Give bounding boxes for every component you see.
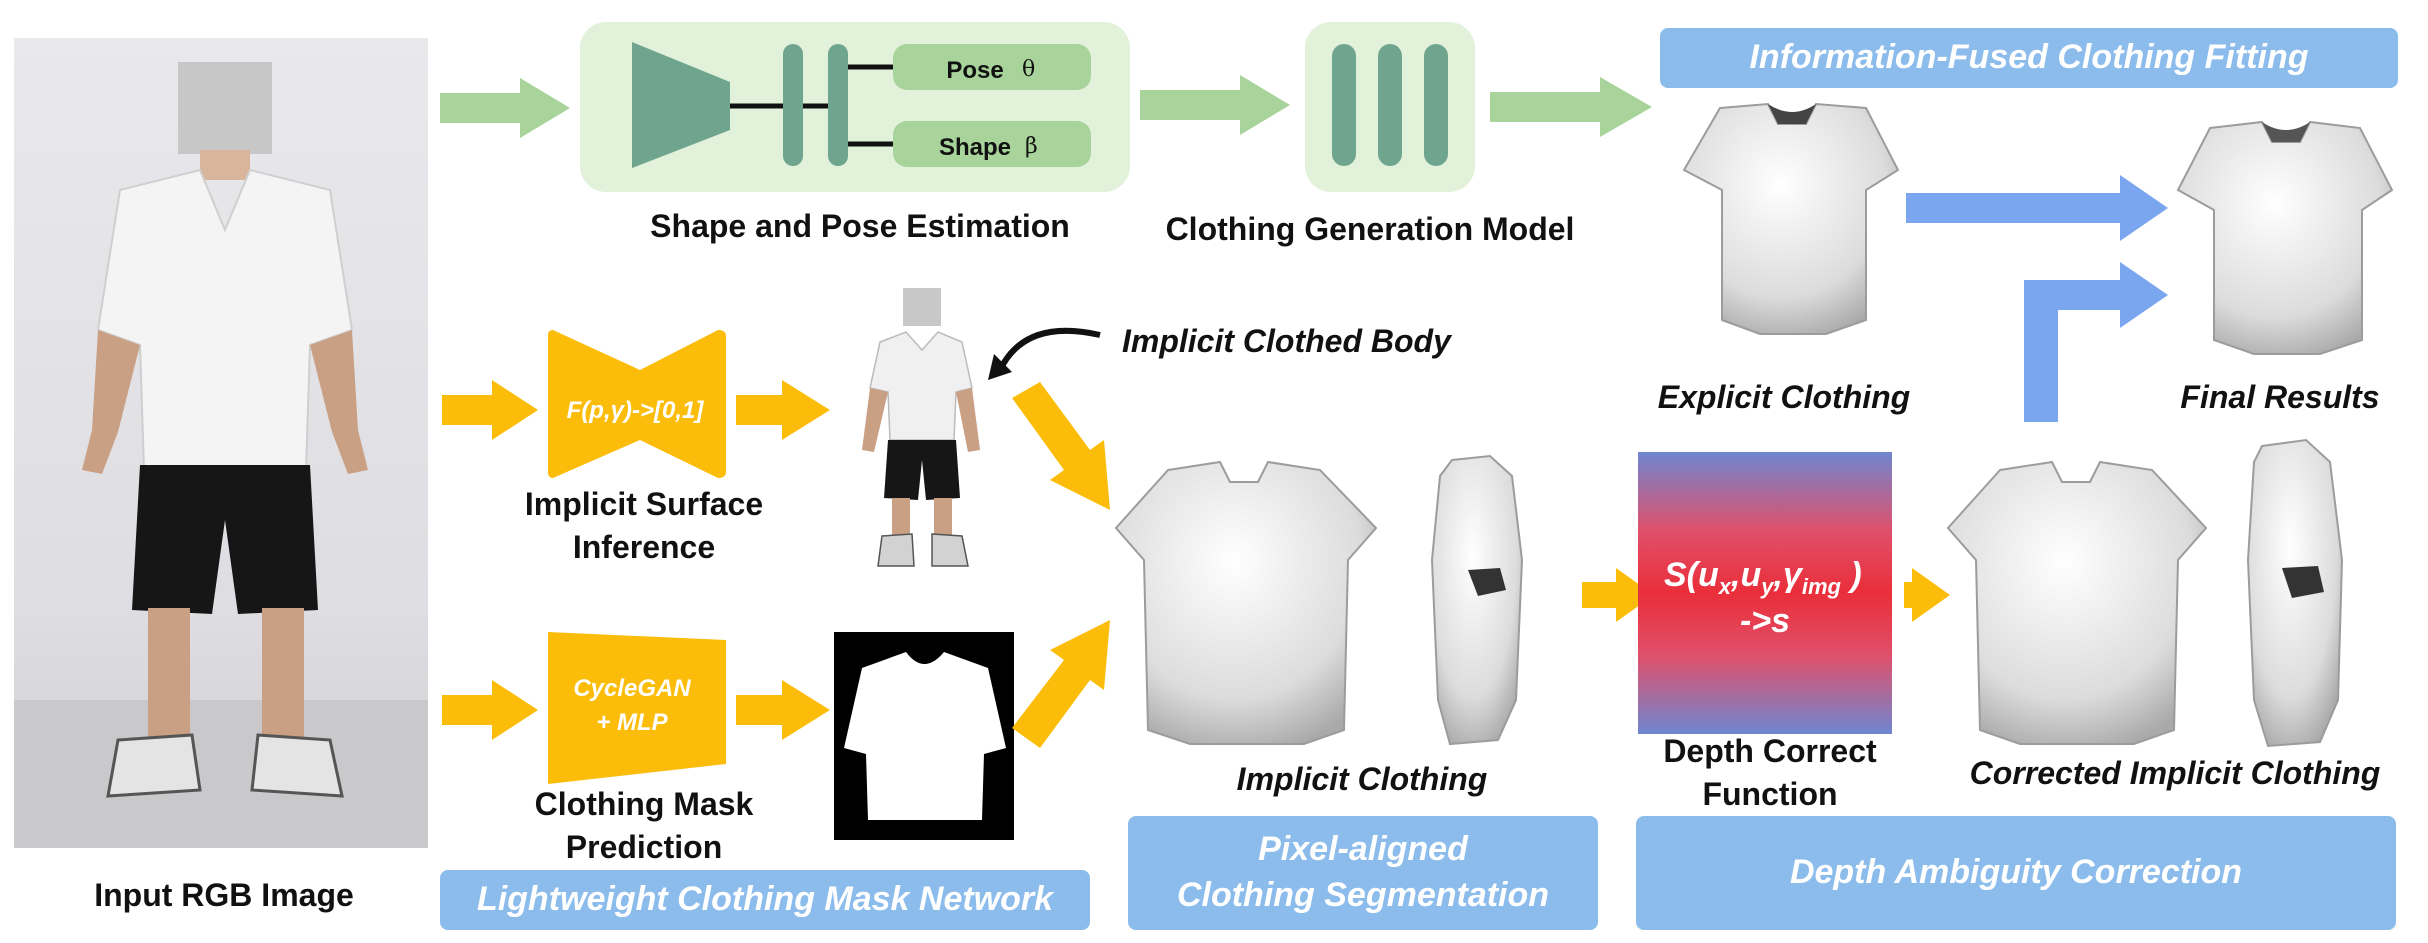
depth-formula-1: S(ux,uy,γimg ) [1664, 556, 1862, 599]
depth-label-1: Depth Correct [1663, 733, 1877, 769]
yellow-arrow-5 [1582, 568, 1654, 622]
pose-label: Pose [946, 57, 1003, 84]
input-label: Input RGB Image [94, 877, 354, 913]
clothing-gen-label: Clothing Generation Model [1166, 211, 1575, 247]
input-shorts [132, 465, 318, 614]
implicit-clothing-front [1114, 460, 1378, 745]
pose-box [893, 44, 1091, 90]
yellow-arrow-2 [736, 380, 830, 440]
green-arrow-1 [440, 78, 570, 138]
corrected-clothing-front [1946, 460, 2208, 745]
implicit-body-label: Implicit Clothed Body [1122, 323, 1453, 359]
explicit-clothing-shirt [1682, 102, 1900, 335]
curved-pointer-arrow [997, 327, 1101, 372]
green-arrow-3 [1490, 77, 1652, 137]
depth-ambiguity-title: Depth Ambiguity Correction [1790, 853, 2242, 891]
mask-label-2: Prediction [566, 829, 722, 865]
layer-bar-2 [828, 44, 848, 166]
input-shoe-left [106, 733, 202, 798]
yellow-arrow-diag-up [1012, 620, 1110, 748]
mask-model-2: + MLP [596, 709, 668, 736]
pose-symbol: θ [1022, 57, 1035, 82]
implicit-surface-formula: F(p,γ)->[0,1] [567, 397, 705, 424]
depth-ambiguity-banner [1636, 816, 2396, 930]
implicit-surface-label-2: Inference [573, 529, 715, 565]
yellow-arrow-diag-down [1012, 382, 1110, 510]
final-results-shirt [2176, 120, 2394, 355]
depth-formula-2: ->s [1740, 602, 1790, 640]
layer-bar-1 [783, 44, 803, 166]
shape-box [893, 121, 1091, 167]
pixel-seg-banner [1128, 816, 1598, 930]
clothing-gen-module [1305, 22, 1475, 192]
implicit-clothing-side [1430, 454, 1524, 746]
implicit-clothed-body-figure [862, 288, 980, 567]
green-arrow-2 [1140, 75, 1290, 135]
depth-correct-box [1638, 452, 1892, 734]
lightweight-banner [440, 870, 1090, 930]
implicit-surface-label-1: Implicit Surface [525, 486, 763, 522]
input-shoe-right [250, 733, 344, 798]
corrected-label: Corrected Implicit Clothing [1970, 755, 2381, 791]
explicit-label: Explicit Clothing [1658, 379, 1910, 415]
shape-pose-module [580, 22, 1130, 192]
blue-arrow-right [1906, 175, 2168, 241]
encoder-trapezoid-icon [632, 42, 730, 168]
info-fused-banner [1660, 28, 2398, 88]
blue-arrow-elbow [2024, 262, 2168, 422]
mask-net-trapezoid [548, 632, 726, 784]
face-blur-icon [178, 62, 272, 154]
input-rgb-image [14, 38, 428, 848]
lightweight-title: Lightweight Clothing Mask Network [477, 880, 1055, 918]
mask-model-1: CycleGAN [573, 675, 691, 702]
implicit-surface-bowtie [548, 330, 726, 478]
info-fused-title: Information-Fused Clothing Fitting [1749, 38, 2308, 76]
implicit-clothing-label: Implicit Clothing [1237, 761, 1488, 797]
final-label: Final Results [2180, 379, 2379, 415]
depth-label-2: Function [1702, 776, 1837, 812]
yellow-arrow-4 [736, 680, 830, 740]
yellow-arrow-1 [442, 380, 538, 440]
yellow-arrow-3 [442, 680, 538, 740]
shape-symbol: β [1025, 134, 1038, 159]
shape-label: Shape [939, 134, 1011, 161]
clothing-mask-image [834, 632, 1014, 840]
yellow-arrow-6 [1904, 568, 1950, 622]
pixel-seg-line2: Clothing Segmentation [1177, 876, 1549, 914]
mask-label-1: Clothing Mask [535, 786, 754, 822]
shape-pose-label: Shape and Pose Estimation [650, 208, 1070, 244]
pixel-seg-line1: Pixel-aligned [1258, 830, 1469, 868]
